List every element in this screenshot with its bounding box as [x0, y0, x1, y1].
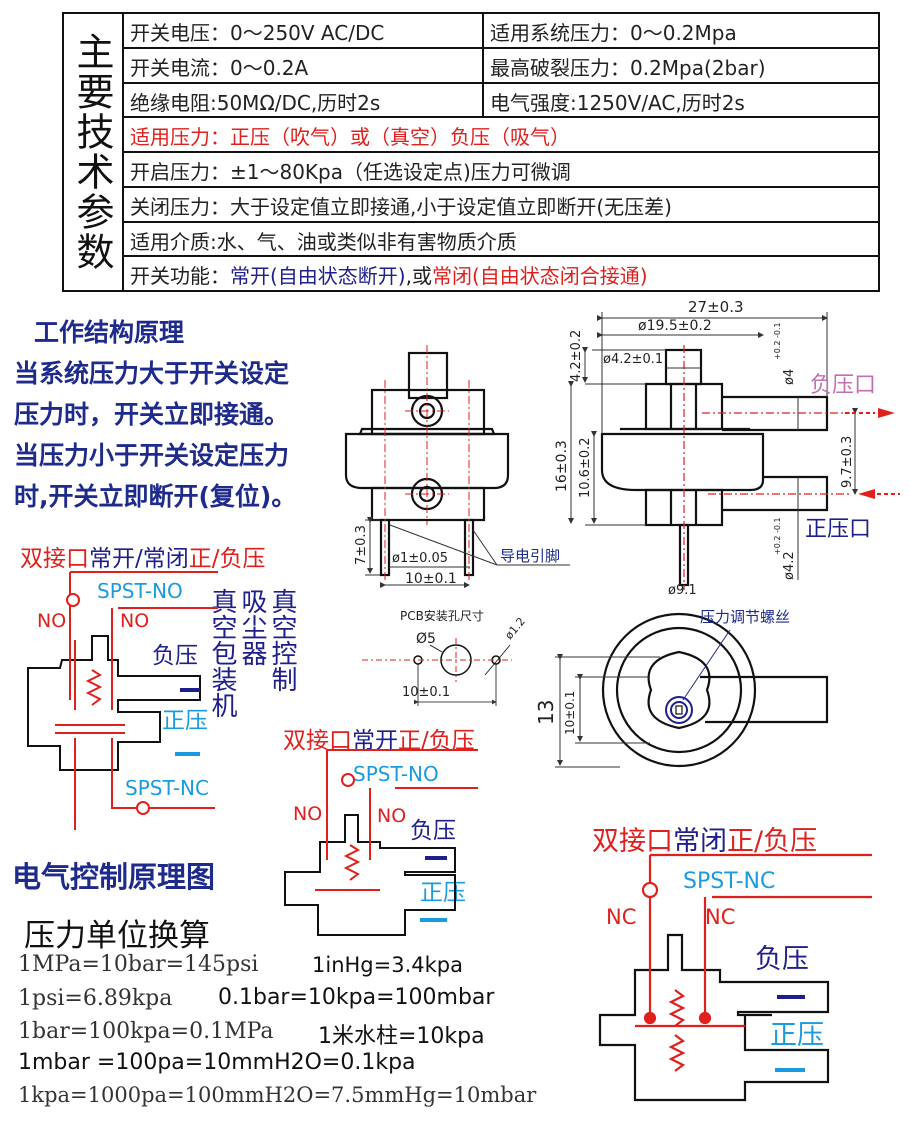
conversion-item: 1MPa=10bar=145psi	[18, 952, 259, 977]
spec-cell: 开关电流：0～0.2A	[124, 48, 484, 82]
circuit-diagram-1: 双接口常开/常闭正/负压 SPST-NO NO NO 负压 正压 SPST-NC…	[20, 546, 297, 830]
negative-pressure-label: 负压	[410, 818, 456, 844]
pins-label: 导电引脚	[500, 547, 560, 565]
spec-row: 开关电流：0～0.2A 最高破裂压力：0.2Mpa(2bar)	[124, 48, 878, 84]
electrical-diagram-title: 电气控制原理图	[12, 860, 216, 894]
spec-row: 关闭压力：大于设定值立即接通,小于设定值立即断开(无压差)	[124, 188, 878, 223]
application-vacuum-packer: 真空包装机	[207, 588, 237, 718]
spec-row: 绝缘电阻:50MΩ/DC,历时2s 电气强度:1250V/AC,历时2s	[124, 83, 878, 119]
dim-port-top-tol: +0.2 -0.1	[773, 322, 782, 360]
no-label: NO	[293, 803, 322, 825]
top-view-drawing	[555, 612, 829, 768]
nc-label: NC	[606, 905, 636, 929]
spec-table: 主要技术参数 开关电压：0～250V AC/DC 适用系统压力：0～0.2Mpa…	[62, 12, 880, 292]
negative-port-label: 负压口	[810, 373, 876, 398]
dim-port-bottom: ø4.2	[782, 551, 797, 580]
conversion-item: 1psi=6.89kpa	[18, 986, 173, 1011]
dim-width: 27±0.3	[688, 298, 744, 316]
function-sep: ,或	[405, 264, 432, 289]
spec-close-pressure: 关闭压力：大于设定值立即接通,小于设定值立即断开(无压差)	[130, 194, 672, 219]
dim-pin-length: 7±0.3	[354, 525, 369, 565]
application-vacuum-cleaner: 吸尘器	[237, 588, 267, 666]
working-principle: 工作结构原理 当系统压力大于开关设定 压力时，开关立即接通。 当压力小于开关设定…	[14, 312, 296, 517]
dim-top-diameter: ø4.2±0.1	[603, 352, 663, 367]
dim-outer: 13	[534, 700, 558, 725]
no-label: NO	[37, 610, 66, 632]
adjust-screw-label: 压力调节螺丝	[700, 608, 790, 626]
function-no: 常开(自由状态断开)	[230, 264, 406, 289]
spec-cell: 最高破裂压力：0.2Mpa(2bar)	[490, 55, 766, 80]
conversion-item: 1米水柱=10kpa	[318, 1024, 485, 1049]
spec-row: 适用压力：正压（吹气）或（真空）负压（吸气）	[124, 118, 878, 153]
spec-cell: 开关电压：0～250V AC/DC	[124, 14, 484, 47]
spst-nc-label: SPST-NC	[125, 776, 209, 800]
pcb-pitch: 10±0.1	[402, 685, 450, 700]
side-view-drawing	[568, 312, 900, 590]
circuit-diagram-2: 双接口常开正/负压 SPST-NO NO NO 负压 正压	[283, 728, 478, 936]
dim-port-top: ø4	[782, 369, 797, 385]
diagram3-title: 双接口常闭正/负压	[592, 826, 817, 857]
dim-top-height: 4.2±0.2	[569, 330, 584, 382]
spec-row: 开启压力：±1～80Kpa（任选设定点)压力可微调	[124, 153, 878, 188]
positive-port-label: 正压口	[805, 517, 871, 542]
spst-nc-label: SPST-NC	[683, 869, 775, 894]
dim-port-gap: 9.7±0.3	[840, 436, 855, 488]
spec-function: 开关功能：常开(自由状态断开),或常闭(自由状态闭合接通)	[124, 257, 654, 292]
principle-line: 压力时，开关立即接通。	[14, 400, 290, 429]
principle-line: 时,开关立即断开(复位)。	[14, 482, 297, 511]
spec-media: 适用介质:水、气、油或类似非有害物质介质	[130, 229, 517, 254]
no-label: NO	[120, 610, 149, 632]
dim-body-height: 10.6±0.2	[578, 437, 593, 498]
dim-pin-diameter: ø1±0.05	[392, 551, 448, 566]
negative-pressure-label: 负压	[152, 643, 198, 669]
spst-no-label: SPST-NO	[97, 579, 183, 603]
spec-row: 开关功能：常开(自由状态断开),或常闭(自由状态闭合接通)	[124, 257, 878, 292]
principle-line: 当压力小于开关设定压力	[14, 441, 290, 470]
principle-line: 当系统压力大于开关设定	[14, 359, 290, 388]
spst-no-label: SPST-NO	[353, 762, 439, 786]
principle-heading: 工作结构原理	[34, 318, 185, 347]
front-view-drawing	[344, 345, 570, 588]
diagram1-title: 双接口常开/常闭正/负压	[20, 546, 266, 572]
spec-cell: 电气强度:1250V/AC,历时2s	[490, 90, 745, 115]
negative-pressure-label: 负压	[755, 944, 809, 975]
conversion-item: 1bar=100kpa=0.1MPa	[18, 1019, 274, 1044]
dim-pin: ø9.1	[668, 583, 697, 598]
spec-row: 适用介质:水、气、油或类似非有害物质介质	[124, 223, 878, 258]
positive-pressure-label: 正压	[770, 1020, 824, 1051]
application-vacuum-control: 真空控制	[267, 588, 297, 692]
no-label: NO	[377, 805, 406, 827]
function-nc: 常闭(自由状态闭合接通)	[431, 264, 648, 289]
spec-cell: 适用系统压力：0～0.2Mpa	[490, 21, 737, 45]
dim-pin-pitch: 10±0.1	[405, 571, 457, 587]
function-prefix: 开关功能：	[130, 264, 230, 289]
pcb-hole-big: Ø5	[416, 631, 436, 647]
dim-inner: 10±0.1	[563, 691, 577, 735]
spec-cell: 绝缘电阻:50MΩ/DC,历时2s	[124, 83, 484, 117]
conversion-item: 1kpa=1000pa=100mmH2O=7.5mmHg=10mbar	[18, 1083, 537, 1107]
dim-height: 16±0.3	[554, 440, 570, 492]
nc-label: NC	[705, 905, 735, 929]
pcb-title: PCB安装孔尺寸	[400, 608, 484, 623]
spec-open-pressure: 开启压力：±1～80Kpa（任选设定点)压力可微调	[130, 160, 571, 184]
positive-pressure-label: 正压	[420, 880, 466, 906]
pcb-hole-small: ø1.2	[502, 615, 528, 642]
positive-pressure-label: 正压	[162, 708, 208, 734]
dim-body-diameter: ø19.5±0.2	[638, 318, 712, 334]
conversion-item: 1mbar =100pa=10mmH2O=0.1kpa	[18, 1050, 416, 1075]
dim-port-bottom-tol: +0.2 -0.1	[773, 517, 782, 555]
spec-pressure: 适用压力：正压（吹气）或（真空）负压（吸气）	[130, 125, 570, 150]
spec-table-title: 主要技术参数	[64, 14, 124, 290]
conversion-item: 1inHg=3.4kpa	[312, 953, 463, 977]
pcb-hole-drawing: PCB安装孔尺寸 Ø5 ø1.2 10±0.1	[362, 608, 528, 706]
circuit-diagram-3: 双接口常闭正/负压 SPST-NC NC NC 负压 正压	[592, 826, 872, 1102]
spec-row: 开关电压：0～250V AC/DC 适用系统压力：0～0.2Mpa	[124, 14, 878, 49]
conversion-title: 压力单位换算	[24, 918, 210, 954]
conversion-item: 0.1bar=10kpa=100mbar	[218, 985, 495, 1010]
